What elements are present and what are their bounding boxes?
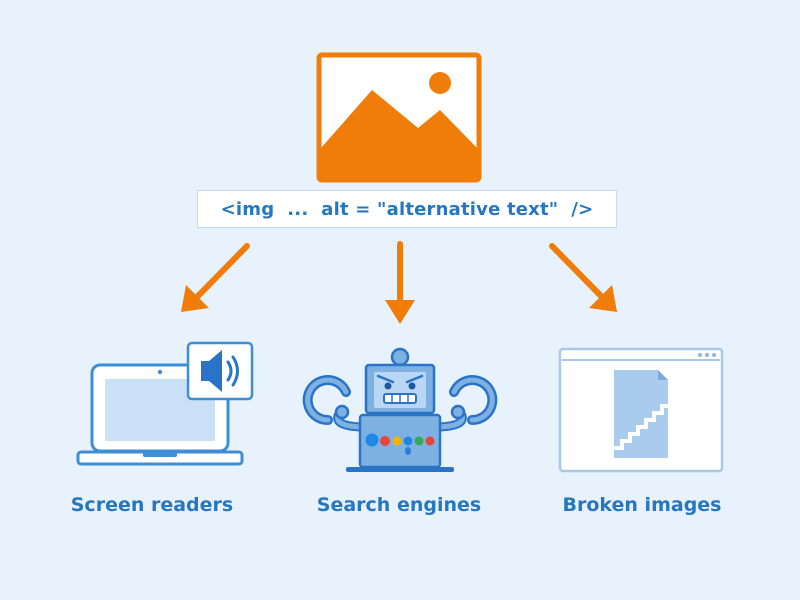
robot-icon [302,347,498,472]
code-snippet-text: <img ... alt = "alternative text" /> [220,198,594,220]
speaker-icon [186,341,254,401]
arrow-right-icon [549,243,617,312]
arrow-down-icon [385,241,415,324]
arrow-left-icon [181,243,250,312]
caption-broken-images: Broken images [562,494,722,516]
code-snippet-box: <img ... alt = "alternative text" /> [197,190,617,228]
caption-screen-readers: Screen readers [70,494,234,516]
broken-image-window-icon [558,347,724,473]
image-icon [316,52,482,183]
caption-search-engines: Search engines [316,494,482,516]
